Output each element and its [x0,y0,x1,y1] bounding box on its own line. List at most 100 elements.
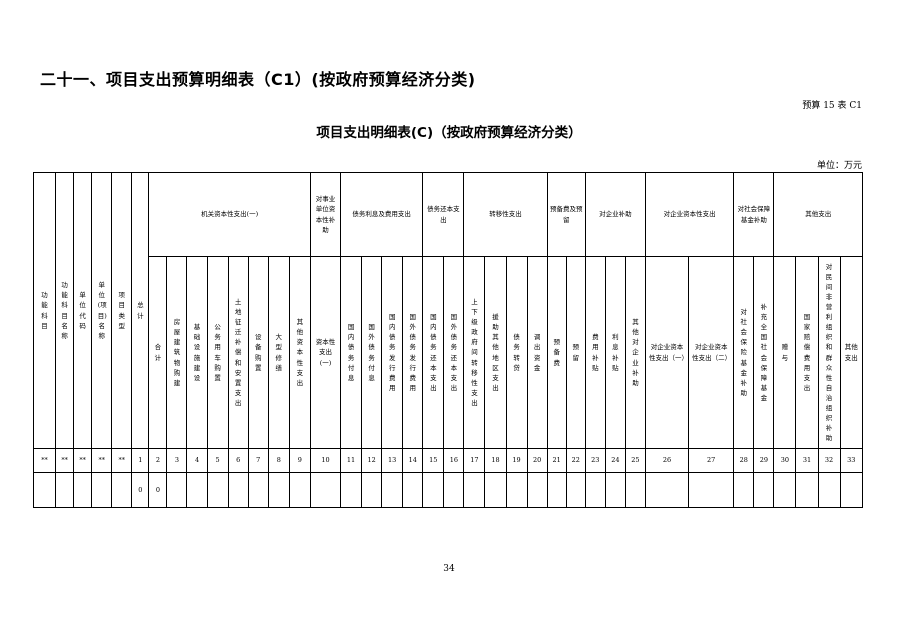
sub-header-0-6: 大型修缮 [267,256,290,449]
column-number-31: 27 [688,448,735,473]
column-number-36: 32 [817,448,841,473]
column-number-5: 1 [131,448,150,473]
left-header-0-text: 功能科目 [41,291,48,330]
column-number-20: 16 [443,448,465,473]
sub-header-9-1: 国家赔偿费用支出 [795,256,819,449]
sub-header-2-1-text: 国外债务付息 [368,323,375,382]
column-number-10: 6 [227,448,249,473]
data-cell-1 [55,472,75,508]
data-cell-18 [402,472,424,508]
data-cell-30 [644,472,690,508]
column-number-8: 4 [186,448,208,473]
sub-header-7-1-text: 对企业资本性支出（二） [692,343,732,362]
group-header-9: 其他支出 [773,172,863,257]
column-number-16: 12 [361,448,383,473]
sub-header-0-1-text: 房屋建筑物购建 [173,318,181,387]
sub-header-6-2: 其他对企业补助 [624,256,646,449]
data-cell-37 [839,472,864,508]
group-header-7: 对企业资本性支出 [644,172,735,257]
sub-header-4-1: 援助其他地区支出 [484,256,507,449]
group-header-0: 机关资本性支出(一) [148,172,311,257]
group-header-7-text: 对企业资本性支出 [663,210,716,219]
sub-header-0-3-text: 公务用车购置 [214,323,221,382]
sub-header-9-2-text: 对民间非营利组织和群众性自治组织补助 [825,262,833,442]
data-cell-3 [91,472,113,508]
column-number-15: 11 [340,448,363,473]
data-cell-14 [309,472,342,508]
column-number-35: 31 [795,448,819,473]
group-header-2: 债务利息及费用支出 [340,172,424,257]
column-number-23: 19 [505,448,528,473]
column-number-2: ** [73,448,93,473]
sub-header-2-1: 国外债务付息 [361,256,383,449]
group-header-1: 对事业单位资本性补助 [309,172,342,257]
sub-header-2-2: 国内债务发行费用 [381,256,404,449]
column-number-29: 25 [624,448,646,473]
page-number: 34 [443,564,455,574]
unit-label: 单位：万元 [816,161,862,171]
group-header-3: 债务还本支出 [422,172,465,257]
sub-header-6-2-text: 其他对企业补助 [632,318,639,387]
data-cell-35 [795,472,819,508]
sub-header-0-7: 其他资本性支出 [288,256,311,449]
data-cell-0 [32,472,57,508]
column-number-30: 26 [644,448,690,473]
sub-header-0-0-text: 合计 [154,343,162,362]
data-cell-29 [624,472,646,508]
column-number-6: 2 [148,448,168,473]
sub-header-7-0-text: 对企业资本性支出（一） [648,343,688,362]
sub-header-5-0-text: 预备费 [553,338,560,367]
sub-header-0-3: 公务用车购置 [206,256,229,449]
group-header-4: 转移性支出 [463,172,548,257]
data-cell-11 [247,472,269,508]
page-title: 二十一、项目支出预算明细表（C1）(按政府预算经济分类) [40,70,476,89]
expenditure-table: 功能科目功能科目名称单位代码单位(项目)名称项目类型总计机关资本性支出(一)对事… [32,172,864,508]
sub-header-6-1: 利息补贴 [604,256,626,449]
column-number-13: 9 [288,448,311,473]
sub-header-6-0-text: 费用补贴 [592,333,599,372]
sub-header-5-0: 预备费 [546,256,567,449]
column-number-18: 14 [402,448,424,473]
data-cell-24 [526,472,548,508]
column-number-12: 8 [267,448,290,473]
sub-header-0-7-text: 其他资本性支出 [296,318,304,387]
data-cell-34 [773,472,797,508]
column-number-1: ** [55,448,75,473]
group-header-9-text: 其他支出 [805,210,832,219]
sub-header-6-1-text: 利息补贴 [612,333,619,372]
sub-header-4-2-text: 债务转贷 [513,333,520,372]
header-row-subitems: 合计房屋建筑物购建基础设施建设公务用车购置土地征迁补偿和安置支出设备购置大型修缮… [34,256,864,449]
sub-header-4-3-text: 调出资金 [533,333,541,372]
sub-header-1-0-text: 资本性支出(一) [315,338,336,367]
sub-header-2-3-text: 国外债务发行费用 [409,313,417,392]
group-header-8-text: 对社会保障基金补助 [737,205,771,224]
table-title: 项目支出明细表(C)（按政府预算经济分类） [316,125,582,141]
column-number-24: 20 [526,448,548,473]
column-number-25: 21 [546,448,567,473]
group-header-5: 预备费及预留 [546,172,586,257]
sub-header-4-3: 调出资金 [526,256,548,449]
column-number-9: 5 [206,448,229,473]
data-cell-15 [340,472,363,508]
left-header-4: 项目类型 [111,172,133,449]
sub-header-4-2: 债务转贷 [505,256,528,449]
sub-header-2-3: 国外债务发行费用 [402,256,424,449]
left-header-3: 单位(项目)名称 [91,172,113,449]
group-header-5-text: 预备费及预留 [549,205,583,224]
data-cell-9 [206,472,229,508]
data-cell-32 [733,472,755,508]
data-cell-5: 0 [131,472,150,508]
sub-header-6-0: 费用补贴 [584,256,606,449]
sub-header-0-1: 房屋建筑物购建 [166,256,188,449]
data-cell-25 [546,472,567,508]
sub-header-0-0: 合计 [148,256,168,449]
group-header-4-text: 转移性支出 [489,210,522,219]
sub-header-4-0: 上下级政府间转移性支出 [463,256,486,449]
data-cell-17 [381,472,404,508]
left-header-2: 单位代码 [73,172,93,449]
sub-header-8-1-text: 补充全国社会保障基金 [760,303,768,402]
data-cell-21 [463,472,486,508]
group-header-1-text: 对事业单位资本性补助 [315,195,336,234]
